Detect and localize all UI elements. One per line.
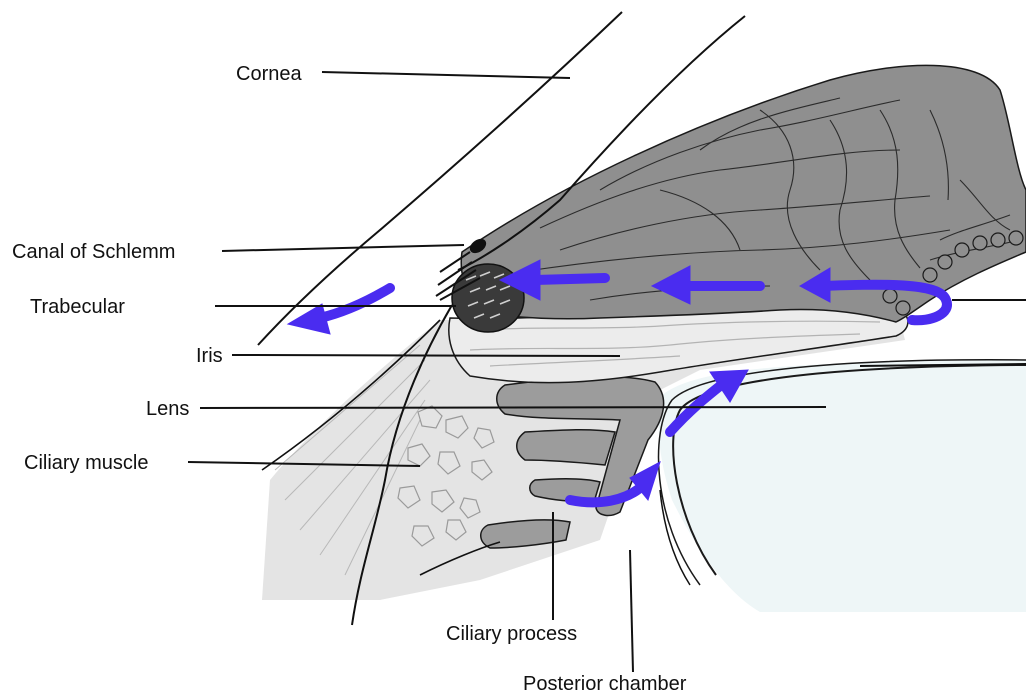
- leader-lens: [200, 407, 826, 408]
- label-lens: Lens: [146, 398, 189, 420]
- flow-arrow-to-trabecular: [535, 278, 605, 280]
- flow-arrow-outflow: [320, 288, 390, 318]
- leader-posterior-chamber: [630, 550, 633, 672]
- label-trabecular: Trabecular: [30, 296, 125, 318]
- leader-cornea: [322, 72, 570, 78]
- leader-canal-of-schlemm: [222, 245, 464, 251]
- label-iris: Iris: [196, 345, 223, 367]
- lens-body: [659, 360, 1026, 612]
- label-posterior-chamber: Posterior chamber: [523, 673, 687, 695]
- label-cornea: Cornea: [236, 63, 302, 85]
- leader-iris: [232, 355, 620, 356]
- label-ciliary-process: Ciliary process: [446, 623, 577, 645]
- label-canal-of-schlemm: Canal of Schlemm: [12, 241, 175, 263]
- label-ciliary-muscle: Ciliary muscle: [24, 452, 148, 474]
